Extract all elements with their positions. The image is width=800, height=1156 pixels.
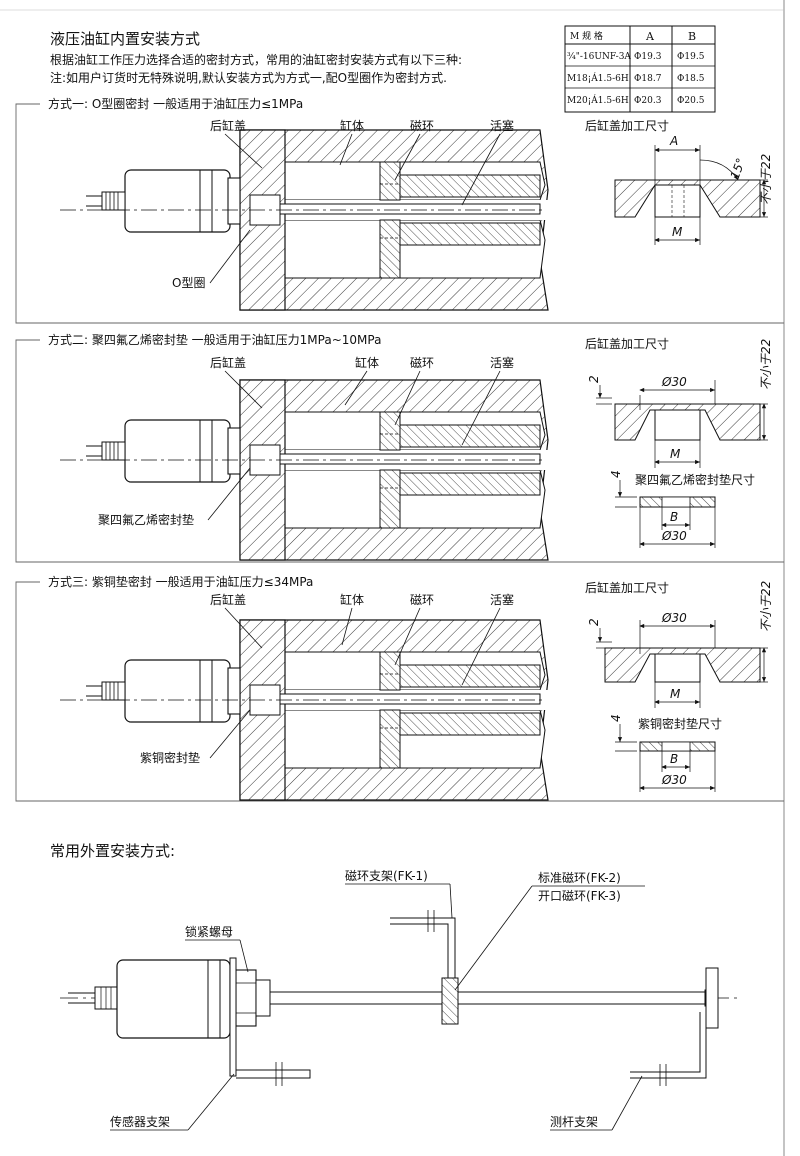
rod-end-plate (705, 967, 719, 1029)
piston-label: 活塞 (490, 118, 514, 133)
lock-nut-label: 锁紧螺母 (185, 924, 233, 939)
method-3-title: 方式三: 紫铜垫密封 一般适用于油缸压力≤34MPa (48, 574, 313, 589)
spec-row-a: Φ19.3 (634, 52, 662, 62)
method-1-panel: 方式一: O型圈密封 一般适用于油缸压力≤1MPa 后缸盖 缸体 磁环 活塞 O… (15, 96, 784, 324)
gasket-detail: 4 B Ø30 (609, 714, 716, 792)
body-label: 缸体 (355, 355, 379, 370)
rod-bracket (630, 1012, 707, 1079)
std-magnet-label: 标准磁环(FK-2) (538, 870, 621, 885)
dim-a: A (669, 134, 678, 148)
magnet-label: 磁环 (410, 592, 434, 607)
spec-row-m: M20¡Á1.5-6H (567, 94, 629, 106)
dim-depth: 不小于22 (759, 581, 773, 632)
dim-b: B (670, 752, 678, 766)
lock-nut (235, 969, 257, 1027)
dim-4: 4 (609, 714, 623, 722)
dim-4: 4 (609, 470, 623, 478)
spec-row-b: Φ19.5 (677, 52, 705, 62)
method-2-title: 方式二: 聚四氟乙烯密封垫 一般适用于油缸压力1MPa~10MPa (48, 332, 381, 347)
magnet-label: 磁环 (410, 118, 434, 133)
dim-m: M (670, 687, 681, 701)
probe-rod (269, 991, 706, 1005)
dim-m: M (670, 447, 681, 461)
rear-cap-detail: A M 15° 不小于22 (614, 134, 773, 245)
detail-title: 后缸盖加工尺寸 (585, 118, 669, 133)
page-title: 液压油缸内置安装方式 (50, 30, 200, 48)
gasket-detail: 4 B Ø30 (609, 470, 716, 548)
dim-depth: 不小于22 (759, 154, 773, 205)
method-2-panel: 方式二: 聚四氟乙烯密封垫 一般适用于油缸压力1MPa~10MPa 后缸盖 缸体… (15, 332, 784, 563)
piston-label: 活塞 (490, 355, 514, 370)
spec-row-m: M18¡Á1.5-6H (567, 72, 629, 84)
body-label: 缸体 (340, 592, 364, 607)
sensor-bracket (229, 957, 237, 1077)
method-1-section (59, 129, 551, 311)
piston-label: 活塞 (490, 592, 514, 607)
rear-cap-label: 后缸盖 (210, 592, 246, 607)
seal-label: 聚四氟乙烯密封垫 (98, 512, 194, 527)
detail-title: 后缸盖加工尺寸 (585, 336, 669, 351)
dim-2: 2 (587, 375, 601, 383)
method-3-section (59, 619, 551, 801)
intro-line-1: 根据油缸工作压力选择合适的密封方式，常用的油缸密封安装方式有以下三种: (50, 52, 462, 67)
method-1-title: 方式一: O型圈密封 一般适用于油缸压力≤1MPa (48, 96, 303, 111)
detail-title: 后缸盖加工尺寸 (585, 580, 669, 595)
dim-2: 2 (587, 618, 601, 626)
dim-gasket-d30: Ø30 (661, 529, 687, 543)
magnet-label: 磁环 (410, 355, 434, 370)
external-mount-panel: 常用外置安装方式: (50, 842, 740, 1131)
spec-row-m: ¾"-16UNF-3A (567, 51, 631, 62)
sensor-head (116, 959, 231, 1039)
dim-gasket-d30: Ø30 (661, 773, 687, 787)
magnet-bracket (390, 917, 456, 978)
external-title: 常用外置安装方式: (50, 842, 175, 860)
method-2-section (59, 379, 551, 561)
intro-line-2: 注:如用户订货时无特殊说明,默认安装方式为方式一,配O型圈作为密封方式. (50, 70, 447, 85)
rod-bracket-label: 测杆支架 (550, 1115, 598, 1129)
sensor-bracket-label: 传感器支架 (110, 1114, 170, 1129)
magnet-bracket-label: 磁环支架(FK-1) (345, 868, 428, 883)
dim-d30: Ø30 (661, 611, 687, 625)
dim-angle: 15° (728, 156, 748, 181)
seal-label: 紫铜密封垫 (140, 750, 200, 765)
spec-col-m: M 规 格 (570, 30, 603, 42)
gasket-title: 紫铜密封垫尺寸 (638, 716, 722, 731)
rear-cap-detail: Ø30 2 M 不小于22 (587, 339, 773, 468)
seal-label: O型圈 (172, 276, 205, 290)
gasket-title: 聚四氟乙烯密封垫尺寸 (635, 472, 755, 487)
spec-row-b: Φ18.5 (677, 74, 705, 84)
rear-cap-label: 后缸盖 (210, 355, 246, 370)
spec-col-a: A (645, 30, 655, 43)
spec-row-b: Φ20.5 (677, 96, 705, 106)
dim-d30: Ø30 (661, 375, 687, 389)
method-3-panel: 方式三: 紫铜垫密封 一般适用于油缸压力≤34MPa 后缸盖 缸体 磁环 活塞 … (15, 574, 784, 802)
rear-cap-label: 后缸盖 (210, 118, 246, 133)
magnet-ring (441, 977, 459, 1025)
dim-b: B (670, 510, 678, 524)
rear-cap-detail: Ø30 2 M 不小于22 (587, 581, 773, 708)
spec-row-a: Φ18.7 (634, 74, 662, 84)
dim-m: M (672, 225, 683, 239)
spec-col-b: B (688, 30, 696, 43)
dim-depth: 不小于22 (759, 339, 773, 390)
spec-table: M 规 格 A B ¾"-16UNF-3A Φ19.3 Φ19.5 M18¡Á1… (564, 25, 716, 113)
open-magnet-label: 开口磁环(FK-3) (538, 888, 621, 903)
spec-row-a: Φ20.3 (634, 96, 662, 106)
body-label: 缸体 (340, 118, 364, 133)
